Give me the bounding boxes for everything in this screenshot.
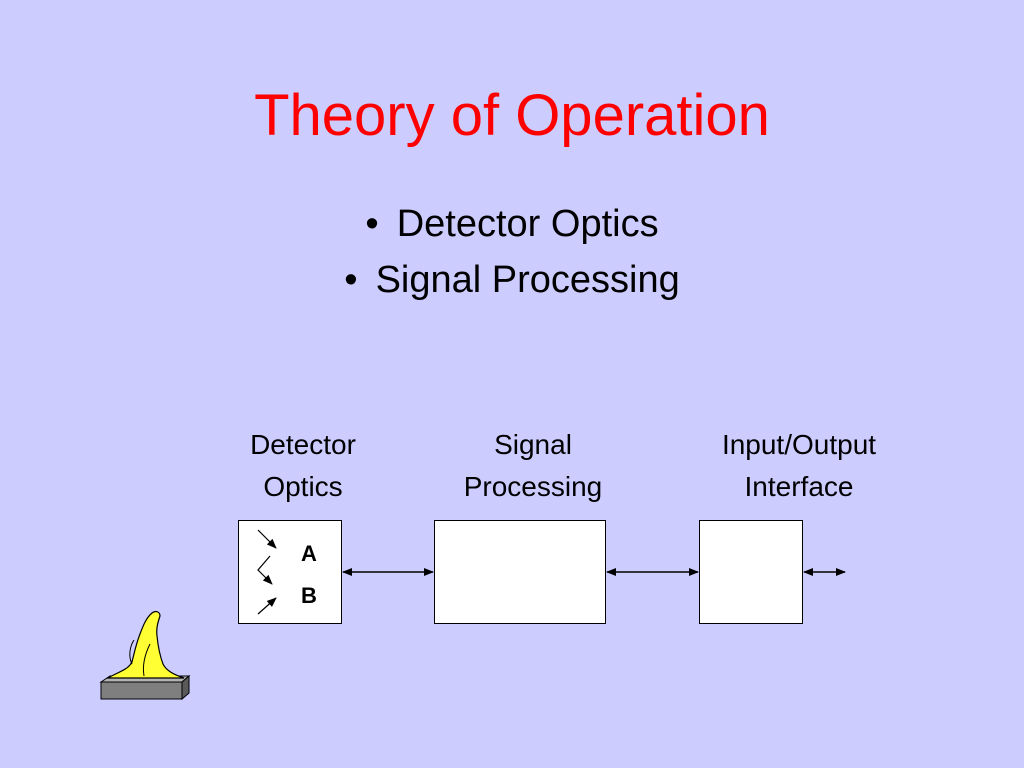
io-interface-label: Input/Output Interface [721,429,877,502]
bullet-item: • Signal Processing [0,252,1024,308]
io-interface-block [699,520,803,624]
bullet-text: Signal Processing [375,259,680,301]
channel-a-label: A [301,541,317,566]
flame-icon [99,610,191,701]
bullet-marker: • [344,259,358,301]
bullet-marker: • [365,203,379,245]
detector-optics-label: Detector Optics [250,429,356,502]
bullet-text: Detector Optics [396,203,659,245]
bullet-list: • Detector Optics • Signal Processing [0,196,1024,308]
signal-processing-label: Signal Processing [463,429,603,502]
signal-processing-block [434,520,606,624]
detector-optics-block: A B [238,520,342,624]
channel-b-label: B [301,583,317,608]
slide-title: Theory of Operation [254,83,770,148]
bullet-item: • Detector Optics [0,196,1024,252]
